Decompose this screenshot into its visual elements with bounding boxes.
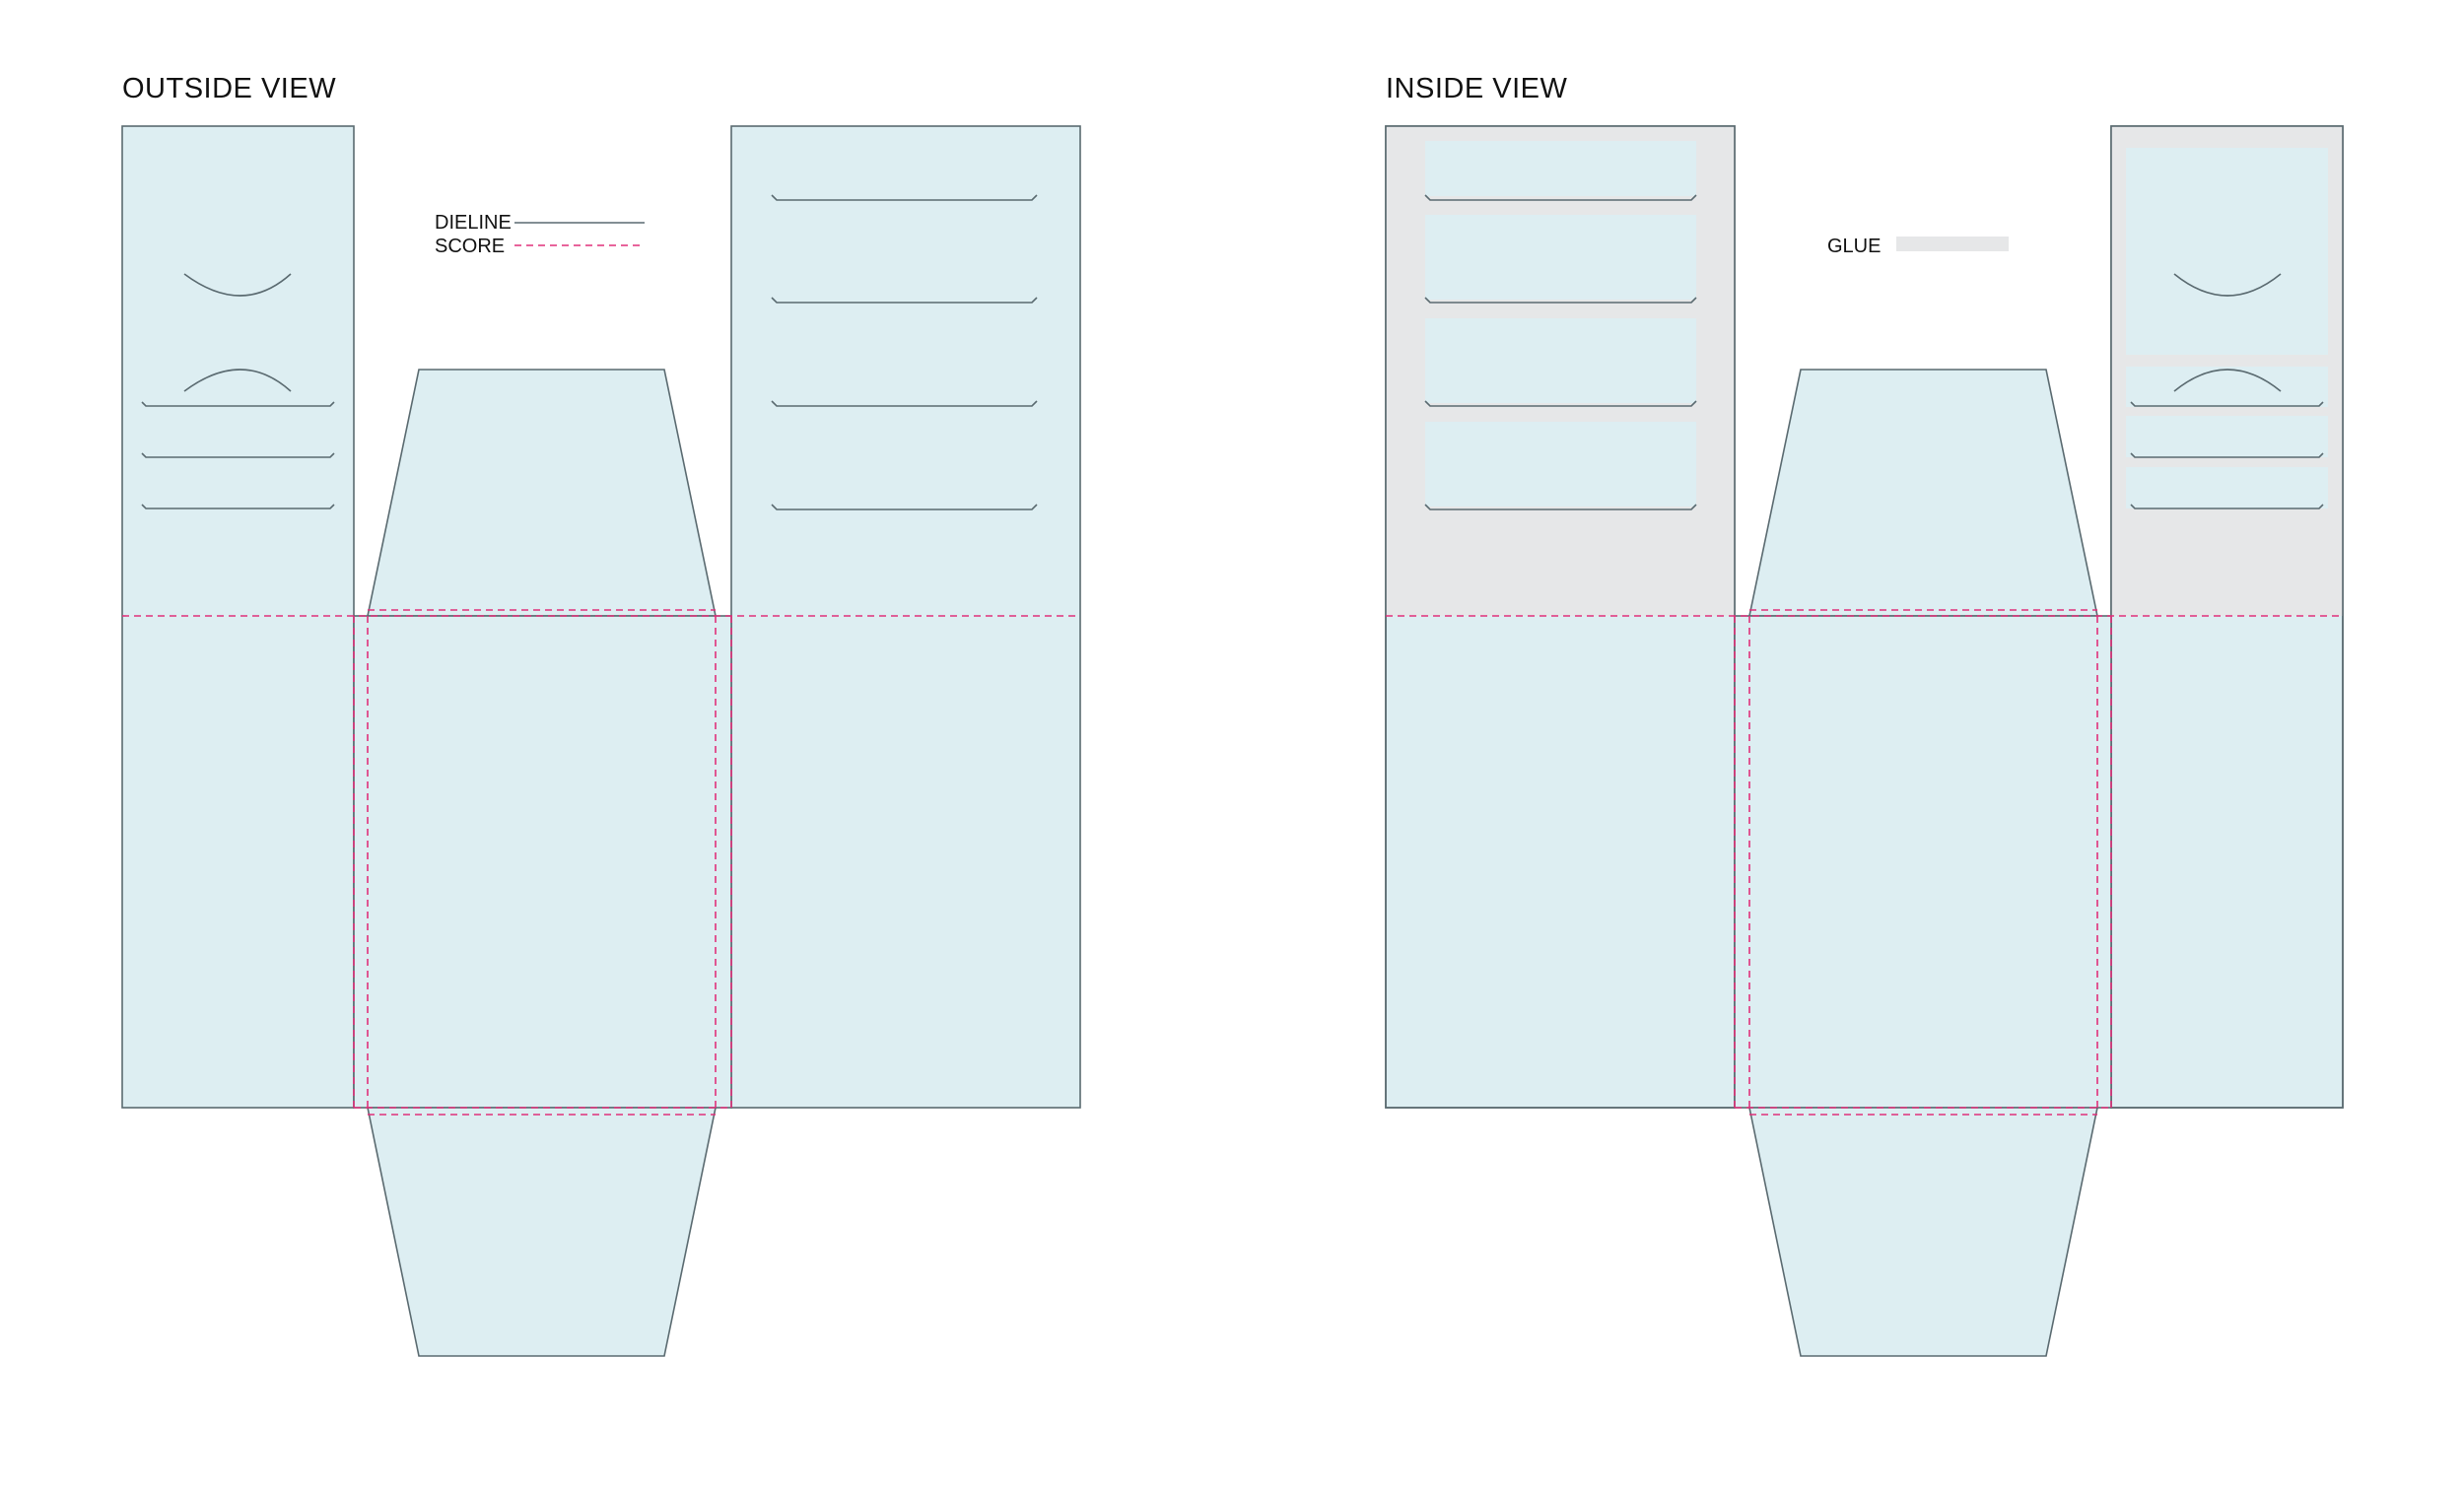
inside-legend: GLUE <box>1827 236 2009 257</box>
inside-right-slit-curve-top <box>2173 273 2282 297</box>
outside-left-slit-1 <box>141 401 335 407</box>
inside-view-title: INSIDE VIEW <box>1386 73 1567 104</box>
outside-left-slit-2 <box>141 452 335 458</box>
inside-right-window-1 <box>2126 148 2328 355</box>
outside-bottom-flap <box>367 1107 717 1357</box>
inside-view: INSIDE VIEW <box>1385 73 2344 1357</box>
inside-right-window-3 <box>2126 416 2328 457</box>
inside-bottom-flap <box>1748 1107 2098 1357</box>
outside-left-slit-curve-bottom <box>183 369 292 392</box>
outside-right-slit-4 <box>771 504 1038 510</box>
inside-right-slit-2 <box>2130 452 2324 458</box>
inside-right-slit-curve-bottom <box>2173 369 2282 392</box>
outside-right-slit-2 <box>771 297 1038 304</box>
outside-left-slit-3 <box>141 504 335 509</box>
inside-left-slit-1 <box>1424 194 1697 201</box>
legend-dieline-label: DIELINE <box>435 212 512 234</box>
legend-score-label: SCORE <box>435 236 505 257</box>
inside-left-slit-3 <box>1424 400 1697 407</box>
inside-center-panel <box>1734 615 2112 1109</box>
inside-left-window-3 <box>1425 318 1696 403</box>
inside-left-window-2 <box>1425 215 1696 300</box>
legend-glue-swatch <box>1896 237 2009 251</box>
outside-view: OUTSIDE VIEW DIELINE <box>121 73 1081 1357</box>
outside-center-panel <box>353 615 732 1109</box>
outside-legend: DIELINE SCORE <box>435 212 645 257</box>
legend-glue-label: GLUE <box>1827 236 1881 257</box>
inside-right-slit-3 <box>2130 504 2324 509</box>
inside-right-window-4 <box>2126 467 2328 508</box>
outside-right-panel <box>730 125 1081 1109</box>
outside-left-panel <box>121 125 355 1109</box>
inside-right-window-2 <box>2126 367 2328 407</box>
outside-top-flap <box>367 369 717 617</box>
inside-top-flap <box>1748 369 2098 617</box>
inside-left-window-4 <box>1425 422 1696 507</box>
inside-left-window-1 <box>1425 141 1696 196</box>
outside-left-slit-curve-top <box>183 273 292 297</box>
inside-left-slit-4 <box>1424 504 1697 510</box>
outside-right-slit-3 <box>771 400 1038 407</box>
inside-right-slit-1 <box>2130 401 2324 407</box>
inside-left-slit-2 <box>1424 297 1697 304</box>
outside-view-title: OUTSIDE VIEW <box>122 73 336 104</box>
outside-right-slit-1 <box>771 194 1038 201</box>
